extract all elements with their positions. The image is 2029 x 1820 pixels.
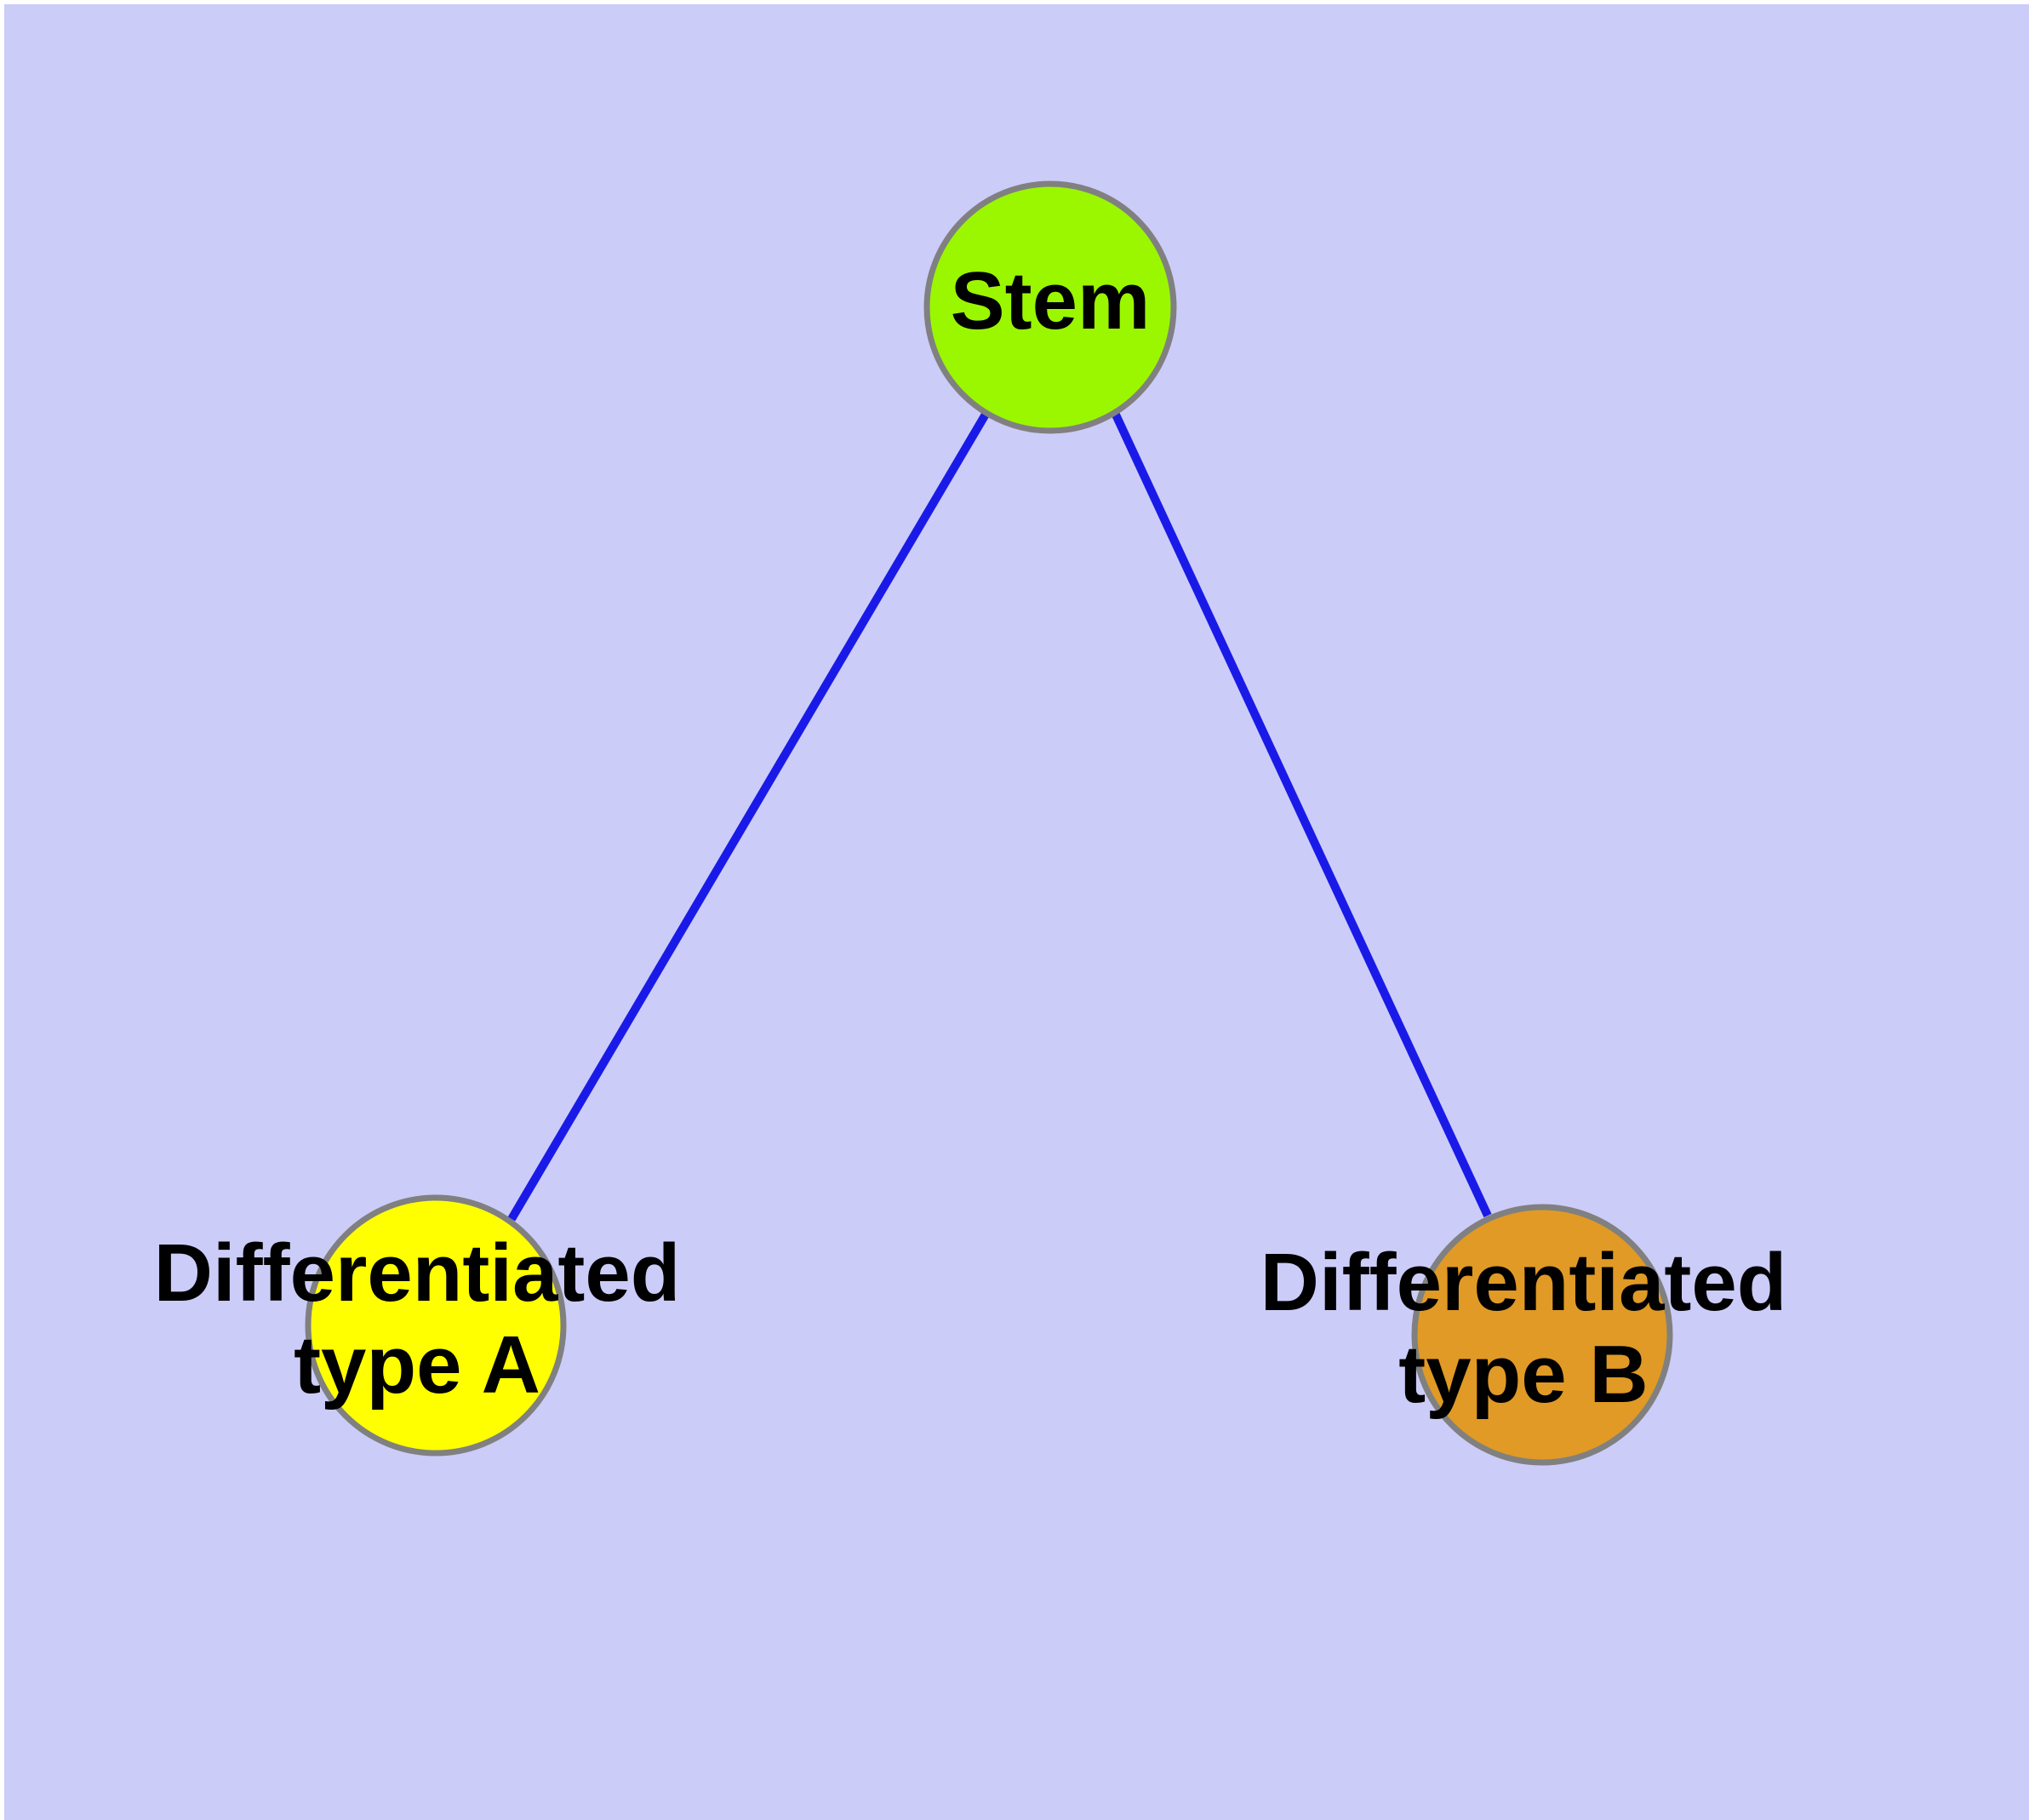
node-stem[interactable] (923, 180, 1177, 434)
edge-stem-diff-a (507, 410, 991, 1222)
node-diff_a[interactable] (305, 1194, 567, 1457)
nodes-layer (305, 180, 1673, 1466)
edges-layer (507, 410, 1492, 1222)
edge-stem-diff-b (1111, 410, 1492, 1218)
node-diff_b[interactable] (1411, 1204, 1673, 1466)
